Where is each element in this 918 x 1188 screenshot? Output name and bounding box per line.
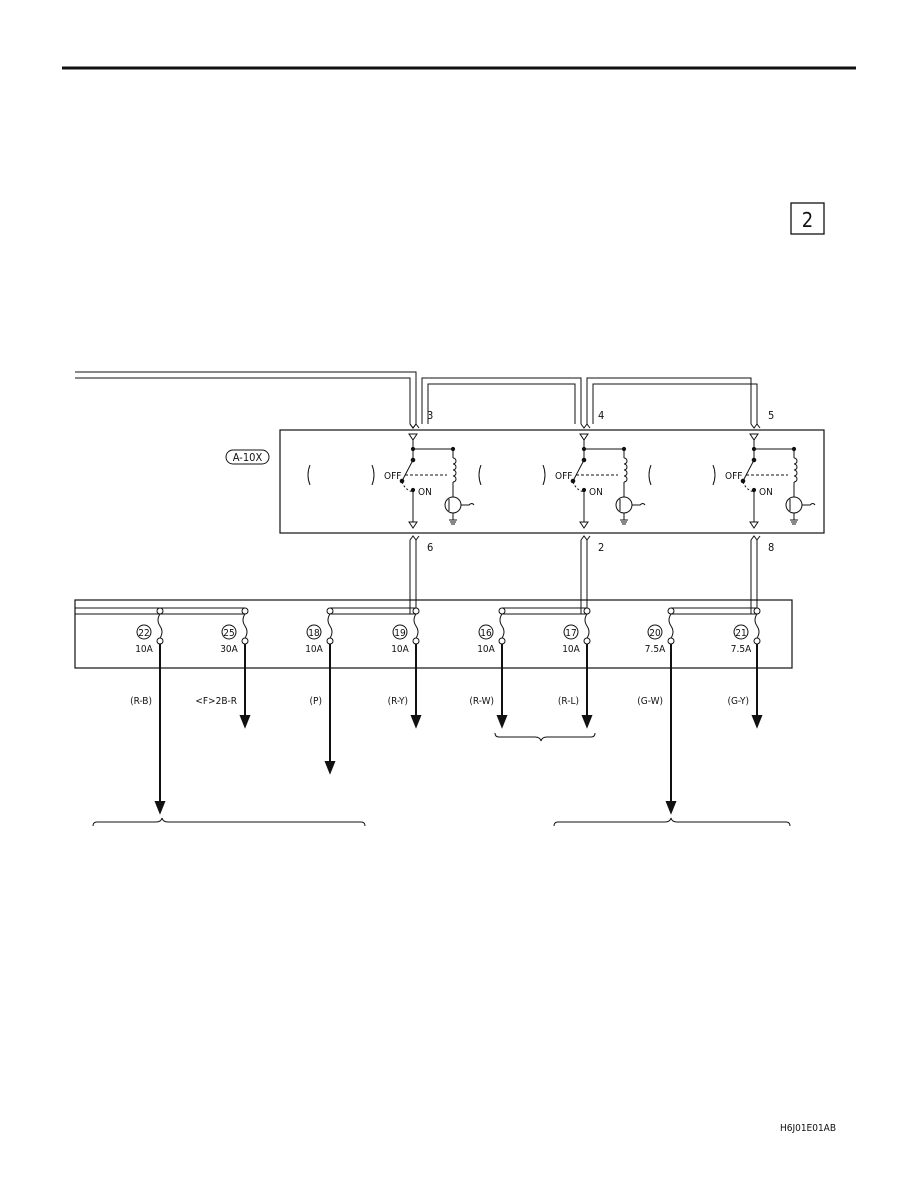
wire-color-label: (P) — [310, 696, 322, 707]
fuse-rating: 10A — [305, 644, 323, 655]
wire-7: (G-W) — [637, 644, 677, 815]
fuse-rating: 30A — [220, 644, 238, 655]
wire-color-label: <F>2B-R — [195, 696, 237, 707]
wire-1: (R-B) — [130, 644, 166, 815]
fuse-rating: 10A — [562, 644, 580, 655]
fuse-rating: 7.5A — [731, 644, 752, 655]
relay-off-label: OFF — [384, 471, 401, 482]
connector-label: A-10X — [225, 449, 270, 465]
relay-out-pin: 2 — [598, 541, 604, 554]
fuse-number: 25 — [223, 628, 234, 639]
fuse-number: 17 — [565, 628, 576, 639]
fuse-block-box — [74, 599, 793, 669]
relay-on-label: ON — [589, 487, 603, 498]
relay-off-label: OFF — [555, 471, 572, 482]
wire-color-label: (R-L) — [558, 696, 579, 707]
relay-out-pin: 8 — [768, 541, 774, 554]
wire-6: (R-L) — [558, 644, 593, 729]
fuse-rating: 10A — [135, 644, 153, 655]
relay-in-pin: 4 — [598, 409, 604, 422]
fuse-number: 19 — [394, 628, 406, 639]
fuse-rating: 10A — [477, 644, 495, 655]
fuse-rating: 10A — [391, 644, 409, 655]
wire-color-label: (R-W) — [469, 696, 494, 707]
relay-in-pin: 3 — [427, 409, 433, 422]
relay-block-box — [279, 429, 825, 534]
wire-color-label: (R-Y) — [388, 696, 408, 707]
svg-text:A-10X: A-10X — [233, 451, 263, 464]
relay-on-label: ON — [759, 487, 773, 498]
fuse-number: 21 — [735, 628, 746, 639]
wire-2: <F>2B-R — [195, 644, 251, 729]
relay-in-pin: 5 — [768, 409, 774, 422]
fuse-21: 21 7.5A — [731, 607, 761, 655]
fuse-number: 16 — [480, 628, 492, 639]
wire-color-label: (G-Y) — [727, 696, 749, 707]
page-box-number: 2 — [790, 202, 825, 235]
wire-5: (R-W) — [469, 644, 508, 729]
figure-code: H6J01E01AB — [780, 1123, 836, 1134]
wire-3: (P) — [310, 644, 336, 775]
group-braces — [92, 732, 791, 827]
wire-8: (G-Y) — [727, 644, 763, 729]
fuse-bus-bars — [75, 607, 757, 615]
svg-text:2: 2 — [802, 208, 813, 232]
relay-on-label: ON — [418, 487, 432, 498]
fuse-rating: 7.5A — [645, 644, 666, 655]
wire-color-label: (G-W) — [637, 696, 663, 707]
relay-off-label: OFF — [725, 471, 742, 482]
fuse-number: 20 — [649, 628, 661, 639]
wire-color-label: (R-B) — [130, 696, 152, 707]
fuse-number: 22 — [138, 628, 149, 639]
wire-4: (R-Y) — [388, 644, 422, 729]
fuse-20: 20 7.5A — [645, 607, 675, 655]
incoming-feed-wires — [75, 371, 758, 429]
relay-out-pin: 6 — [427, 541, 433, 554]
fuse-number: 18 — [308, 628, 320, 639]
